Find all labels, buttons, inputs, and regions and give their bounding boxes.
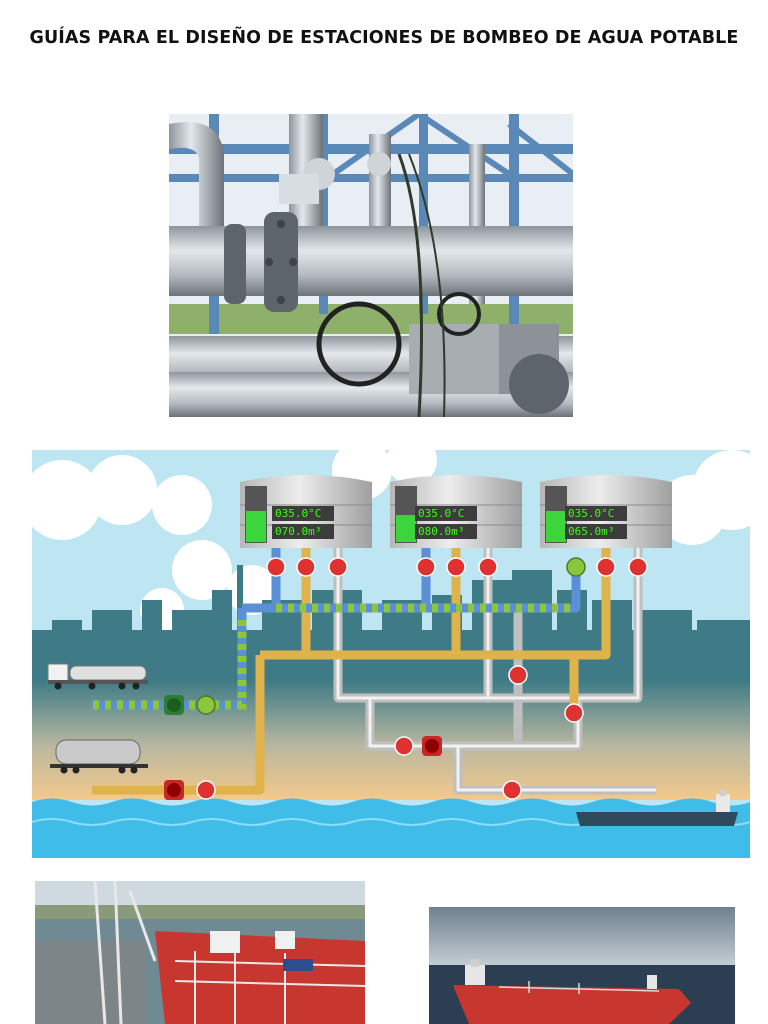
tanker-truck <box>47 663 148 690</box>
svg-text:035.0°C: 035.0°C <box>275 507 321 520</box>
tank-1-vol-unit: m³ <box>308 525 321 538</box>
svg-text:035.0°C: 035.0°C <box>418 507 464 520</box>
tank-1-temp-unit: °C <box>308 507 321 520</box>
svg-text:035.0°C: 035.0°C <box>568 507 614 520</box>
svg-text:070.0m³: 070.0m³ <box>275 525 321 538</box>
green-valves <box>196 557 586 715</box>
document-title: GUÍAS PARA EL DISEÑO DE ESTACIONES DE BO… <box>29 28 739 48</box>
tank-2-vol-unit: m³ <box>451 525 464 538</box>
tank-3-temp-unit: °C <box>601 507 614 520</box>
tank-3-volume: 065.0 <box>568 525 601 538</box>
tank-1: 035.0°C 070.0m³ <box>240 475 372 548</box>
tank-2-temperature: 035.0 <box>418 507 451 520</box>
tank-1-temperature: 035.0 <box>275 507 308 520</box>
tank-1-volume: 070.0 <box>275 525 308 538</box>
tank-3-temperature: 035.0 <box>568 507 601 520</box>
pumps <box>164 695 442 800</box>
tank-3-level-fill <box>546 511 566 542</box>
tank-2-volume: 080.0 <box>418 525 451 538</box>
svg-text:065.0m³: 065.0m³ <box>568 525 614 538</box>
rail-tank-car <box>50 739 148 774</box>
tanker-at-sea-photo <box>429 907 735 1024</box>
tanker-ship <box>576 790 738 826</box>
pumping-station-diagram: 035.0°C 070.0m³ 035.0°C 080.0m³ 035.0°C … <box>32 450 750 858</box>
industrial-pipes-photo <box>169 114 573 417</box>
red-valves <box>196 557 648 800</box>
tank-3: 035.0°C 065.0m³ <box>540 475 672 548</box>
tank-1-level-fill <box>246 511 266 542</box>
tank-2-level-fill <box>396 515 416 542</box>
tank-2-temp-unit: °C <box>451 507 464 520</box>
tank-3-vol-unit: m³ <box>601 525 614 538</box>
sea <box>32 798 750 858</box>
tank-2: 035.0°C 080.0m³ <box>390 475 522 548</box>
svg-text:080.0m³: 080.0m³ <box>418 525 464 538</box>
tanker-at-dock-photo <box>35 881 365 1024</box>
